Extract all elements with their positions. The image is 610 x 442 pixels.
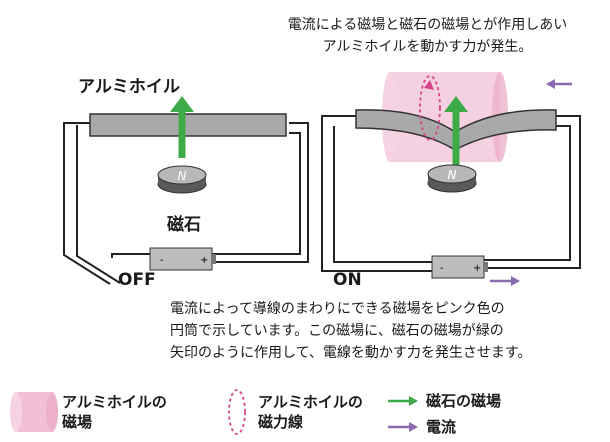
magnet-label: 磁石 [167, 215, 201, 235]
top-caption-line-1: 電流による磁場と磁石の磁場とが作用しあい [287, 17, 568, 33]
legend-field-line-line-2: 磁力線 [258, 413, 304, 431]
legend-magnet-field: 磁石の磁場 [426, 392, 502, 410]
description-line-1: 電流によって導線のまわりにできる磁場をピンク色の [170, 301, 505, 317]
off-battery: - + [149, 247, 216, 271]
on-wire [321, 115, 581, 272]
current-arrow-bottom [490, 276, 520, 286]
foil-field-line [419, 75, 441, 141]
off-battery-minus: - [160, 255, 164, 266]
legend-pink-field-line-2: 磁場 [62, 413, 93, 431]
off-foil-bar [89, 113, 287, 137]
top-caption-line-2: アルミホイルを動かす力が発生。 [322, 39, 533, 55]
off-wire [63, 122, 309, 285]
legend-field-line-line-1: アルミホイルの [258, 393, 363, 411]
on-label: ON [333, 270, 362, 290]
off-magnet-n-label: N [178, 169, 187, 183]
on-magnet-field-arrow [444, 96, 468, 170]
legend-purple-arrow-icon [388, 422, 418, 432]
description-line-2: 円筒で示しています。この磁場に、磁石の磁場が緑の [170, 323, 504, 339]
legend-field-line-icon [228, 389, 246, 435]
off-magnet: N [157, 165, 207, 194]
legend-pink-swatch [10, 392, 58, 432]
off-battery-plus: + [200, 255, 208, 266]
legend-field-line: アルミホイルの 磁力線 [258, 392, 363, 432]
off-circuit: N - + [63, 96, 309, 285]
on-magnet: N [427, 164, 477, 193]
top-caption: 電流による磁場と磁石の磁場とが作用しあい アルミホイルを動かす力が発生。 [255, 14, 600, 58]
foil-label: アルミホイル [78, 77, 180, 97]
on-magnet-n-label: N [448, 168, 457, 182]
off-label: OFF [118, 270, 156, 290]
legend-pink-field: アルミホイルの 磁場 [62, 392, 167, 432]
description: 電流によって導線のまわりにできる磁場をピンク色の 円筒で示しています。この磁場に… [170, 298, 531, 364]
on-foil-bar [355, 109, 557, 151]
legend-pink-field-line-1: アルミホイルの [62, 393, 167, 411]
on-circuit: N - + [321, 72, 581, 286]
legend-current: 電流 [426, 418, 457, 436]
description-line-3: 矢印のように作用して、電線を動かす力を発生させます。 [170, 345, 532, 361]
current-arrow-top [546, 79, 572, 89]
on-battery: - + [431, 255, 488, 279]
on-battery-minus: - [440, 263, 444, 274]
off-magnet-field-arrow [170, 96, 194, 158]
legend-green-arrow-icon [388, 396, 418, 406]
on-battery-plus: + [473, 263, 481, 274]
